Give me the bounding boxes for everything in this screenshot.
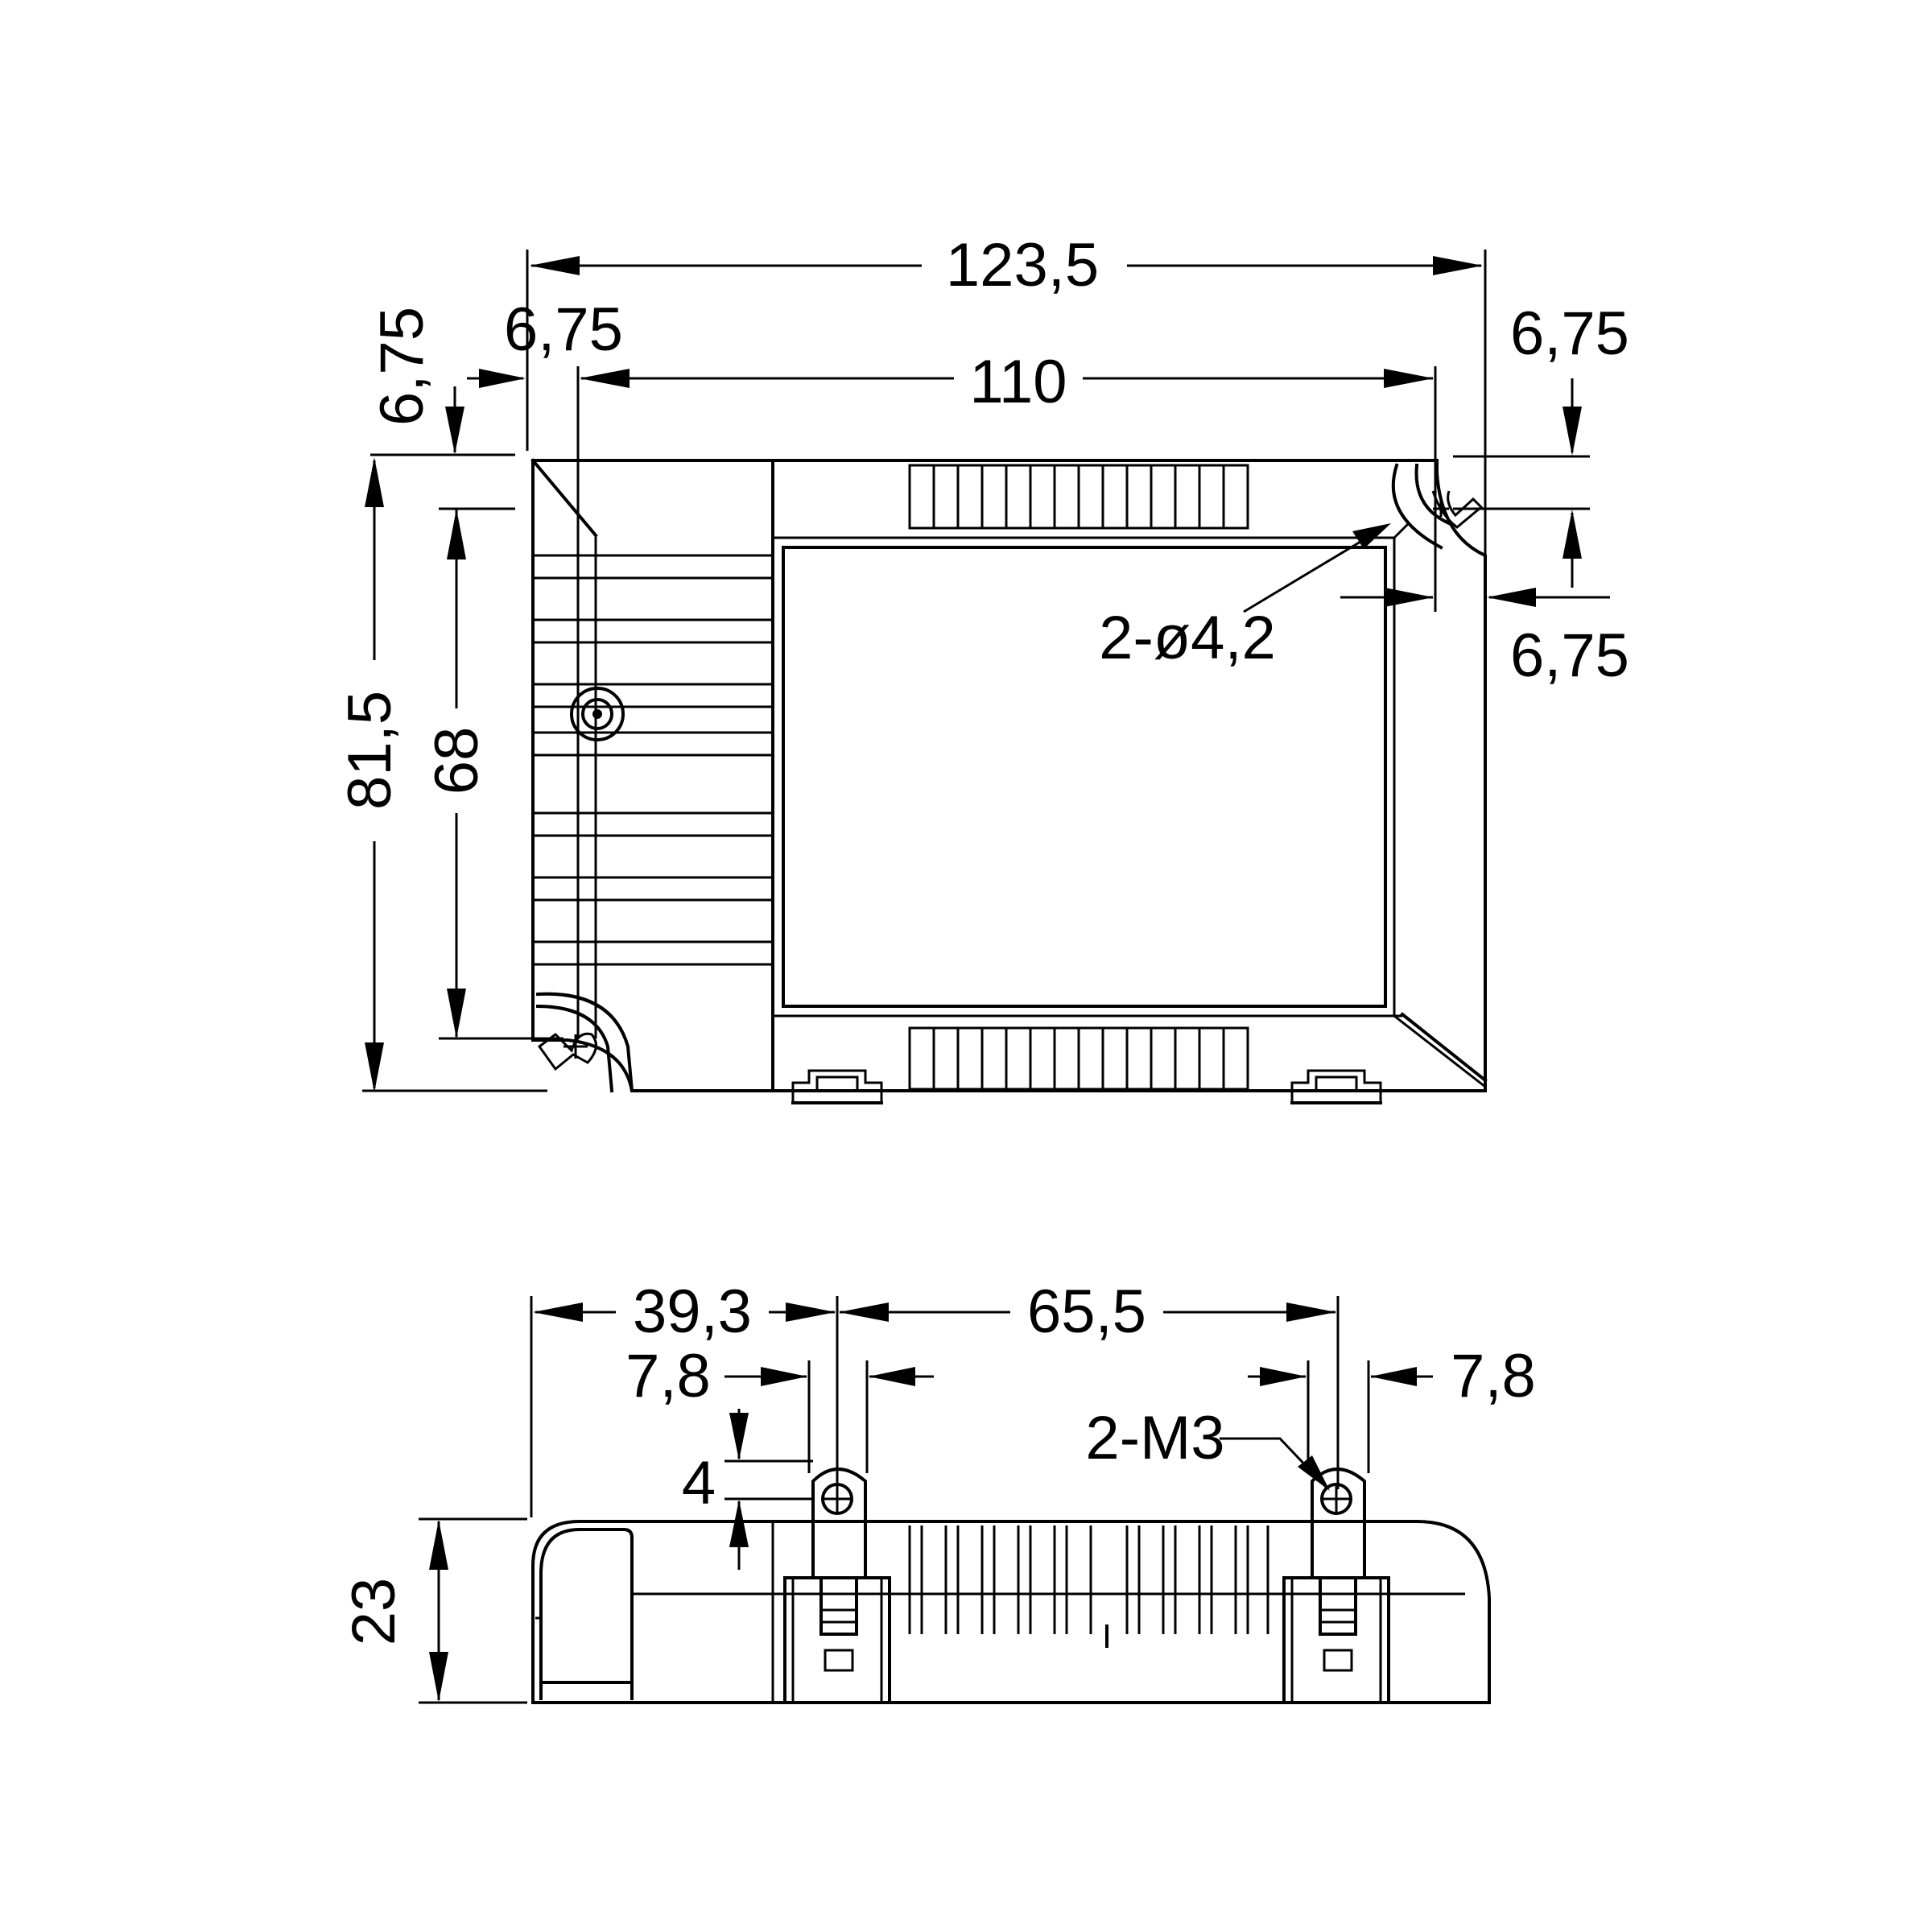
dimension-label-81-5: 81,5 [336, 691, 404, 810]
dimension-label-39-3: 39,3 [633, 1278, 752, 1346]
terminal-block-right [1282, 1468, 1390, 1704]
dimension-label-left-offset-side: 6,75 [368, 307, 436, 426]
dimension-overall-height: 23 [340, 1517, 527, 1704]
dimension-terminal-spacing: 65,5 [839, 1278, 1340, 1489]
dimension-hole-spacing-length: 110 [576, 348, 1437, 1038]
side-end-cap [535, 1528, 634, 1700]
left-cooling-fins [533, 554, 771, 966]
dimension-terminal-height: 4 [682, 1409, 813, 1570]
dimension-label-right-offset-bottom: 6,75 [1510, 621, 1629, 690]
dimension-left-vertical-offset: 6,75 [368, 307, 515, 510]
dimension-left-offset: 6,75 [467, 295, 623, 388]
mounting-clip-left [791, 1069, 883, 1104]
mounting-slot-left [535, 992, 634, 1093]
side-view: 39,3 65,5 7,8 7,8 [340, 1278, 1536, 1704]
dimension-label-4: 4 [682, 1449, 716, 1517]
dimension-right-vertical-offset: 6,75 [1453, 299, 1629, 588]
screw-callout-label: 2-M3 [1085, 1404, 1224, 1472]
dimension-label-left-offset-top: 6,75 [504, 295, 623, 364]
side-housing-outline [531, 1520, 1491, 1704]
ground-screw-icon [570, 687, 625, 741]
mounting-clip-right [1290, 1069, 1382, 1104]
side-cooling-fins [908, 1525, 1269, 1648]
dimension-label-65-5: 65,5 [1027, 1278, 1146, 1346]
terminal-block-left [783, 1468, 891, 1704]
dimension-label-7-8-right: 7,8 [1451, 1342, 1536, 1410]
bottom-vents [908, 1026, 1249, 1091]
screw-callout: 2-M3 [1085, 1404, 1330, 1491]
dimension-right-horizontal-offset: 6,75 [1340, 588, 1629, 690]
dimension-label-123-5: 123,5 [946, 231, 1099, 299]
dimension-label-7-8-left: 7,8 [625, 1342, 711, 1410]
label-panel [782, 546, 1387, 1008]
top-view: 123,5 110 6,75 6,75 [336, 231, 1629, 1104]
hole-callout: 2-ø4,2 [1099, 523, 1391, 672]
dimension-label-110: 110 [969, 348, 1067, 416]
top-housing-outline [531, 459, 1487, 1092]
hole-callout-label: 2-ø4,2 [1099, 604, 1276, 672]
dimension-label-23: 23 [340, 1578, 408, 1646]
screw-icon [1320, 1483, 1352, 1515]
dimension-hole-spacing-width: 68 [423, 507, 564, 1040]
dimension-overall-length: 123,5 [526, 231, 1487, 555]
dimension-terminal-width-left: 7,8 [625, 1342, 934, 1473]
dimension-terminal-width-right: 7,8 [1248, 1342, 1536, 1473]
dimension-overall-width: 81,5 [336, 457, 547, 1092]
dimension-terminal-offset: 39,3 [530, 1278, 839, 1517]
dimension-label-right-offset-top: 6,75 [1510, 299, 1629, 368]
top-vents [908, 464, 1249, 530]
dimension-label-68: 68 [423, 727, 491, 795]
